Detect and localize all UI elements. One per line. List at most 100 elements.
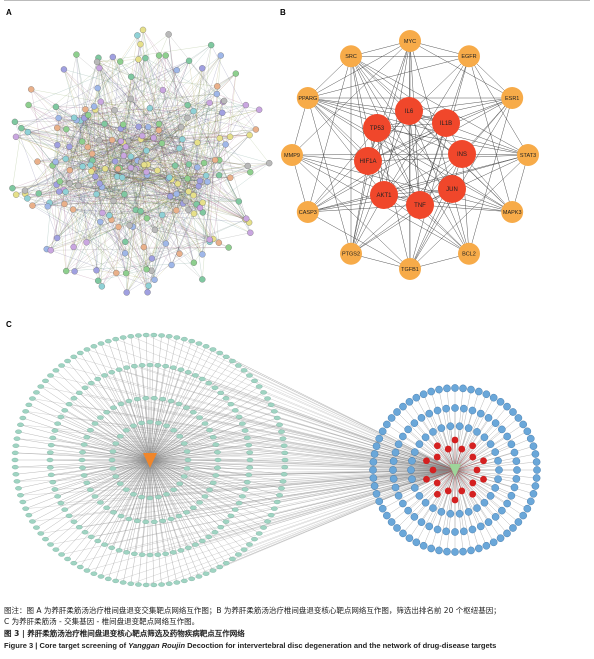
panel-a-node [166,174,173,181]
panel-b-edge [383,153,463,196]
drug-target-node [150,519,158,525]
panel-c-edge [209,469,456,490]
drug-target-node [281,464,289,470]
panel-c-network [11,332,541,588]
drug-target-node [281,450,289,456]
drug-target-node [255,531,263,536]
panel-a-edge [174,165,210,240]
panel-b-edge [409,188,453,270]
drug-target-node [17,422,24,427]
drug-target-node [267,402,275,407]
panel-b-edge [408,110,411,270]
panel-a-edge [147,178,188,293]
panel-a-node [96,64,103,72]
disease-target-node [475,387,483,396]
drug-target-node [49,435,57,440]
disease-target-node [433,406,442,415]
panel-a-edge [216,93,220,161]
disease-target-node [410,419,419,427]
panel-a-edge [97,34,169,89]
panel-a-node [246,131,253,139]
panel-c-edge [145,459,151,522]
panel-a-edge [202,163,270,213]
disease-target-node [476,409,485,418]
panel-c-edge [36,392,151,461]
panel-c-edge [149,452,218,461]
gene-label-jun: JUN [446,187,458,193]
disease-target-node [455,509,464,518]
panel-a-edge [131,76,186,202]
disease-target-node [503,499,511,508]
disease-target-node [407,466,415,474]
panel-a-edge [142,55,166,136]
panel-c-edge [15,452,151,461]
panel-a-edge [31,89,113,141]
panel-a-edge [46,160,124,250]
panel-a-edge [114,110,182,128]
panel-a-node [232,70,239,77]
panel-a-edge [182,139,190,165]
drug-target-node [46,457,54,463]
panel-a-node [145,123,152,131]
drug-target-node [246,373,253,378]
panel-a-edge [117,168,155,280]
drug-target-node [235,414,243,420]
panel-c-edge [15,459,151,468]
drug-target-node [155,420,162,426]
panel-a-edge [100,101,250,223]
panel-a-edge [100,175,207,222]
panel-a-edge [27,131,58,146]
panel-a-node [143,168,150,176]
drug-target-node [33,390,40,395]
drug-target-node [150,332,158,338]
panel-a-node [162,52,169,59]
drug-target-node [108,457,116,463]
panel-a-edge [169,68,203,178]
panel-c-edge [454,460,484,471]
panel-c-edge [454,469,502,511]
panel-a-edge [66,129,83,167]
panel-a-node [126,222,133,229]
panel-a-edge [127,98,131,141]
panel-c-edge [454,469,528,509]
panel-c-edge [149,423,206,461]
panel-a-edge [66,232,251,272]
panel-c-edge [408,429,456,471]
panel-a-edge [58,117,250,223]
gene-node-hif1a [354,147,382,175]
drug-target-node [117,401,125,407]
panel-a-node [54,234,61,242]
panel-a-edge [118,55,221,228]
panel-a-node [199,251,206,258]
panel-c-edge [402,436,456,471]
drug-target-node [175,513,183,519]
panel-c-edge [94,469,456,497]
panel-a-node [179,136,186,143]
panel-a-node [109,53,116,61]
disease-target-node [412,538,421,547]
drug-target-node [65,402,73,407]
panel-a-node [121,191,128,198]
panel-a-edge [206,175,239,202]
drug-target-node [42,378,49,384]
gene-label-mapk3: MAPK3 [503,210,522,216]
panel-a-node [94,84,101,92]
disease-target-node [526,497,535,506]
panel-a-edge [211,45,256,130]
drug-target-node [209,435,217,440]
drug-target-node [217,390,225,395]
panel-c-edge [113,459,151,513]
gene-node-mapk3 [501,201,524,223]
panel-c-edge [149,407,187,461]
panel-a-edge [86,219,112,243]
disease-target-node [393,524,401,532]
drug-target-node [130,492,137,497]
panel-c-edge [149,459,187,513]
disease-target-node [383,420,391,429]
disease-target-node [451,548,459,556]
drug-target-node [19,499,27,505]
disease-target-node [484,518,493,526]
panel-a-letter: A [6,8,12,17]
disease-target-node [523,504,532,513]
gene-label-ptgs2: PTGS2 [342,252,360,258]
